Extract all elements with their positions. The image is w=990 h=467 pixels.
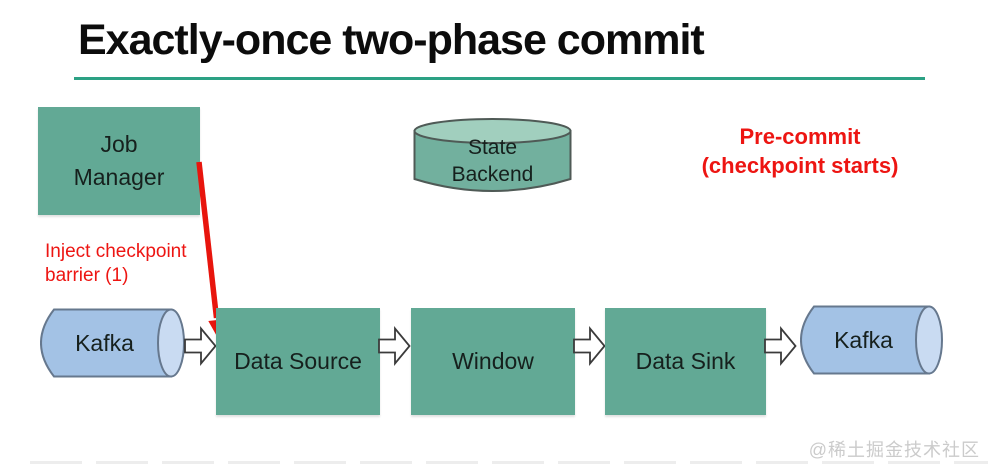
node-data-sink: Data Sink (605, 308, 766, 415)
flow-arrow-icon (378, 326, 411, 366)
node-window-label: Window (452, 347, 534, 374)
node-kafka-sink-label: Kafka (834, 326, 893, 353)
node-kafka-source: Kafka (40, 308, 185, 378)
kafka-cylinder-icon (800, 305, 943, 375)
node-state-backend: State Backend (413, 117, 572, 193)
pre-commit-annotation: Pre-commit (checkpoint starts) (685, 122, 915, 180)
flow-arrow-icon (764, 326, 797, 366)
node-kafka-sink: Kafka (800, 305, 943, 375)
kafka-cylinder-icon (40, 308, 185, 378)
node-job-manager: Job Manager (38, 107, 200, 215)
pre-commit-line1: Pre-commit (739, 124, 861, 149)
node-data-source-label: Data Source (234, 347, 362, 374)
inject-barrier-line1: Inject checkpoint (45, 241, 187, 262)
inject-barrier-annotation: Inject checkpoint barrier (1) (45, 240, 187, 288)
node-data-sink-label: Data Sink (635, 347, 736, 374)
node-state-backend-label: State Backend (451, 135, 534, 186)
node-kafka-source-label: Kafka (75, 329, 134, 356)
title-underline (74, 77, 925, 80)
flow-arrow-icon (184, 326, 217, 366)
bottom-dashed-line (30, 461, 988, 464)
node-window: Window (411, 308, 575, 415)
database-cylinder-icon (413, 118, 572, 192)
pre-commit-line2: (checkpoint starts) (701, 153, 899, 179)
watermark: @稀土掘金技术社区 (808, 440, 980, 460)
slide-title: Exactly-once two-phase commit (78, 16, 705, 64)
node-data-source: Data Source (216, 308, 380, 415)
inject-barrier-line2: barrier (1) (45, 264, 129, 286)
node-job-manager-label: Job Manager (73, 130, 165, 190)
flow-arrow-icon (573, 326, 606, 366)
